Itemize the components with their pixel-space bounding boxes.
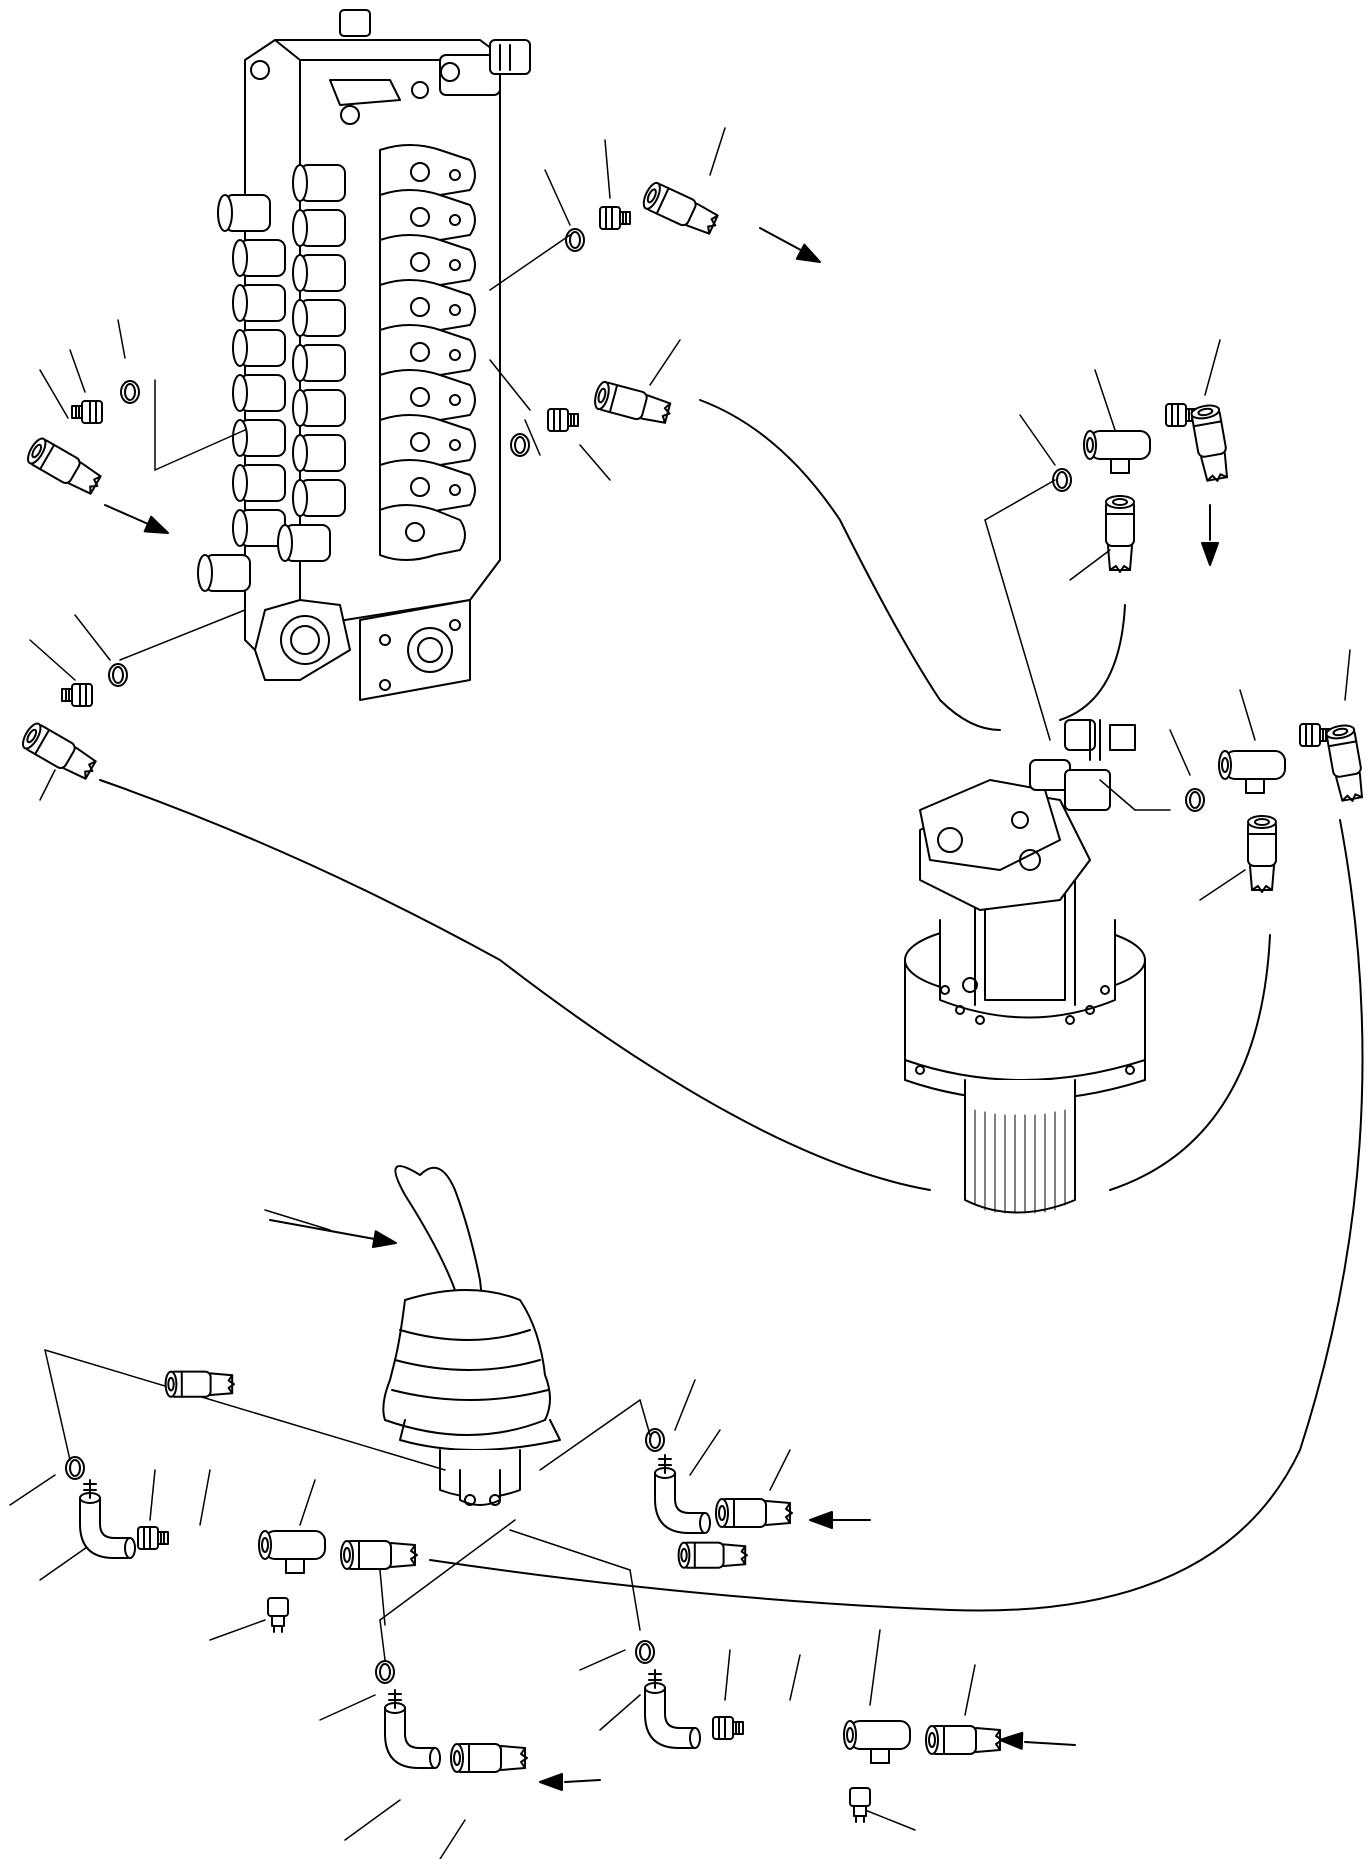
hose-valve-to-motor-upper: [700, 400, 1000, 730]
fitting-group-motor-lower-tee: [1185, 722, 1367, 893]
pressure-switch: [267, 1597, 289, 1633]
fitting-group-valve-left-lower: [18, 663, 128, 785]
flow-arrow: [1201, 505, 1219, 566]
pilot-control-lever: [383, 1166, 560, 1505]
adapter: [71, 400, 103, 424]
hose-right-tee-to-motor: [1110, 935, 1270, 1190]
elbow-fitting: [79, 1479, 136, 1559]
pressure-switch: [849, 1787, 871, 1823]
hose-valve-lower-to-motor: [100, 780, 930, 1190]
hose-end-elbow: [1189, 402, 1233, 485]
o-ring: [510, 433, 530, 457]
flow-arrow: [998, 1731, 1075, 1750]
hose-end-elbow: [23, 434, 106, 500]
o-ring: [1185, 788, 1205, 812]
motor-shaft-splines: [975, 1110, 1065, 1213]
fitting-group-lever-left: [65, 1370, 418, 1633]
flow-arrow: [809, 1511, 870, 1529]
adapter: [61, 683, 93, 707]
adapter: [1299, 723, 1331, 747]
fitting-group-valve-left-upper: [23, 380, 140, 500]
hose-end: [715, 1498, 793, 1528]
hose-motor-to-right-tee: [1060, 605, 1125, 720]
flow-arrow: [539, 1773, 600, 1791]
hose-end: [677, 1541, 748, 1569]
valve-spools: [198, 145, 475, 591]
hose-end: [164, 1370, 235, 1398]
control-valve-bank: [198, 10, 530, 700]
hose-end: [340, 1540, 418, 1570]
hose-end-elbow: [639, 179, 723, 240]
swing-motor: [905, 720, 1145, 1213]
hose-end-elbow: [1324, 722, 1367, 805]
hose-end-straight: [1105, 495, 1135, 573]
elbow-fitting: [654, 1454, 711, 1534]
o-ring: [120, 380, 140, 404]
tee-fitting: [258, 1530, 326, 1574]
o-ring: [375, 1660, 395, 1684]
leader-lines: [10, 128, 1350, 1859]
adapter: [547, 408, 579, 432]
tee-fitting: [1218, 750, 1286, 794]
flow-arrows: [105, 228, 1219, 1791]
o-ring: [108, 663, 128, 687]
adapter: [137, 1526, 169, 1550]
hose-end-elbow: [591, 379, 675, 429]
hoses: [100, 400, 1363, 1611]
hose-end-elbow: [18, 719, 101, 785]
hose-end: [450, 1743, 528, 1773]
fitting-group-lever-bottom-right: [635, 1541, 1003, 1823]
tee-fitting: [1083, 430, 1151, 474]
o-ring: [565, 228, 585, 252]
o-ring: [635, 1640, 655, 1664]
flow-arrow: [105, 505, 173, 542]
elbow-fitting: [644, 1669, 701, 1749]
fitting-group-lever-right: [645, 1428, 793, 1534]
adapter: [712, 1716, 744, 1740]
hose-end: [925, 1725, 1003, 1755]
fitting-group-lever-bottom-left: [375, 1660, 528, 1773]
o-ring: [65, 1456, 85, 1480]
adapter: [599, 206, 631, 230]
flow-arrow: [760, 228, 825, 271]
fitting-group-valve-upper: [565, 179, 723, 252]
tee-fitting: [843, 1720, 911, 1764]
hose-long-right-to-lever-left: [430, 820, 1363, 1611]
elbow-fitting: [384, 1689, 441, 1769]
hose-end-straight: [1247, 815, 1277, 893]
flow-arrow: [270, 1220, 399, 1252]
o-ring: [645, 1428, 665, 1452]
